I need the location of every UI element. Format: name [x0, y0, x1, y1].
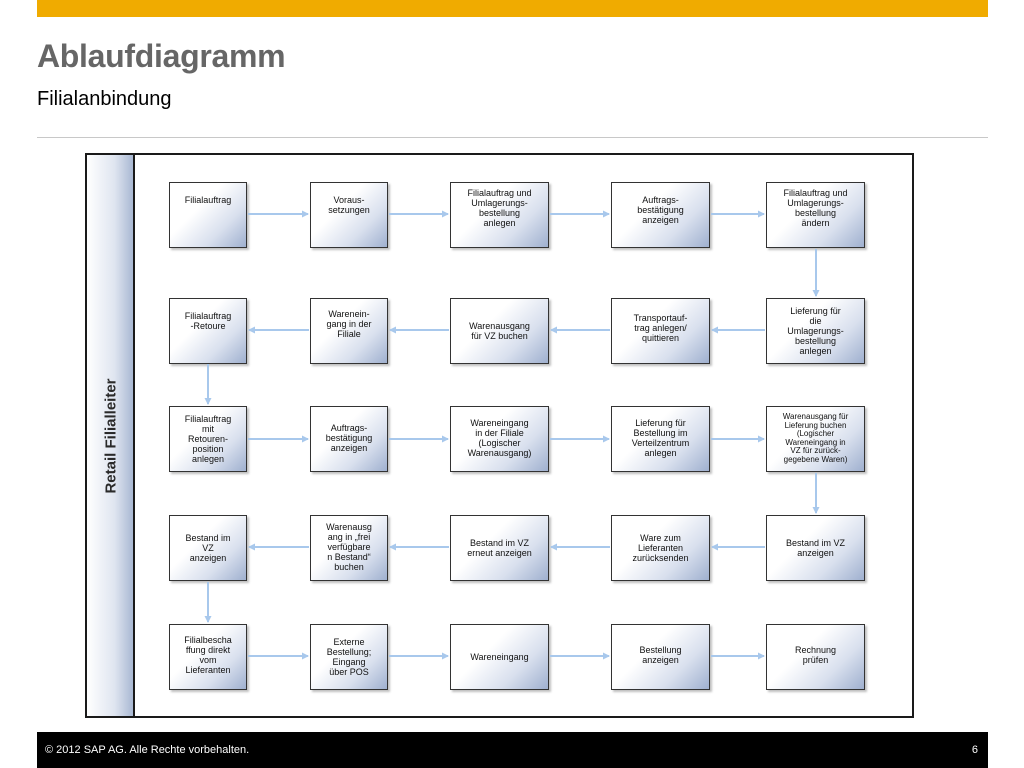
step-auftragsbestaetigung-anzeigen-1: Auftrags- bestätigung anzeigen — [611, 182, 710, 248]
step-warenausgang-lieferung-buchen: Warenausgang für Lieferung buchen (Logis… — [766, 406, 865, 472]
step-lieferung-umlagerung-anlegen: Lieferung für die Umlagerungs- bestellun… — [766, 298, 865, 364]
step-filialauftrag-retoure: Filialauftrag -Retoure — [169, 298, 247, 364]
step-lieferung-bestellung-vz: Lieferung für Bestellung im Verteilzentr… — [611, 406, 710, 472]
header-divider — [37, 137, 988, 138]
step-filialauftrag: Filialauftrag — [169, 182, 247, 248]
step-bestand-vz-erneut-anzeigen: Bestand im VZ erneut anzeigen — [450, 515, 549, 581]
page-title: Ablaufdiagramm — [37, 38, 286, 74]
step-filialauftrag-umlagerung-anlegen: Filialauftrag und Umlagerungs- bestellun… — [450, 182, 549, 248]
step-wareneingang: Wareneingang — [450, 624, 549, 690]
step-ware-lieferant-zuruecksenden: Ware zum Lieferanten zurücksenden — [611, 515, 710, 581]
step-bestellung-anzeigen: Bestellung anzeigen — [611, 624, 710, 690]
footer-copyright: © 2012 SAP AG. Alle Rechte vorbehalten. — [45, 744, 250, 756]
step-wareneingang-filiale-logisch: Wareneingang in der Filiale (Logischer W… — [450, 406, 549, 472]
step-wareneingang-filiale: Warenein- gang in der Filiale — [310, 298, 388, 364]
step-bestand-vz-anzeigen-2: Bestand im VZ anzeigen — [766, 515, 865, 581]
step-auftragsbestaetigung-anzeigen-2: Auftrags- bestätigung anzeigen — [310, 406, 388, 472]
step-bestand-vz-anzeigen-1: Bestand im VZ anzeigen — [169, 515, 247, 581]
step-rechnung-pruefen: Rechnung prüfen — [766, 624, 865, 690]
footer-bar: © 2012 SAP AG. Alle Rechte vorbehalten. … — [37, 732, 988, 768]
swimlane-header: Retail Filialleiter — [87, 155, 135, 716]
step-transportauftrag: Transportauf- trag anlegen/ quittieren — [611, 298, 710, 364]
page-subtitle: Filialanbindung — [37, 88, 172, 110]
step-filialauftrag-umlagerung-aendern: Filialauftrag und Umlagerungs- bestellun… — [766, 182, 865, 248]
step-warenausgang-vz-buchen: Warenausgang für VZ buchen — [450, 298, 549, 364]
step-externe-bestellung-pos: Externe Bestellung; Eingang über POS — [310, 624, 388, 690]
step-voraussetzungen: Voraus- setzungen — [310, 182, 388, 248]
step-filialbeschaffung-lieferant: Filialbescha ffung direkt vom Lieferante… — [169, 624, 247, 690]
swimlane-label: Retail Filialleiter — [102, 377, 120, 494]
page-number: 6 — [971, 744, 978, 756]
step-filialauftrag-retourenposition: Filialauftrag mit Retouren- position anl… — [169, 406, 247, 472]
top-accent-bar — [37, 0, 988, 17]
step-warenausgang-frei-verfuegbar: Warenausg ang in „frei verfügbare n Best… — [310, 515, 388, 581]
